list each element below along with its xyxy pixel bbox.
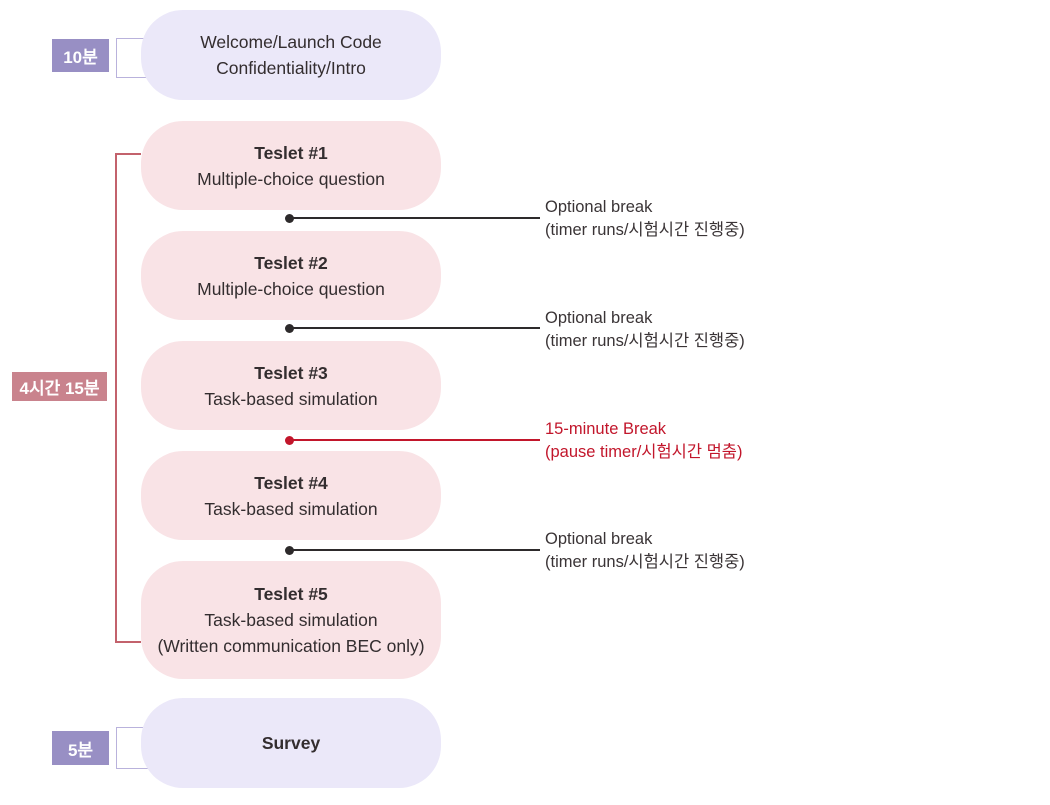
duration-badge-main-section: 4시간 15분 bbox=[12, 372, 107, 401]
break-connector-1-line bbox=[289, 217, 540, 219]
break-connector-3-line bbox=[289, 439, 540, 441]
duration-badge-intro: 10분 bbox=[52, 39, 109, 72]
break-note-4-subtitle: (timer runs/시험시간 진행중) bbox=[545, 553, 745, 571]
stage-box-teslet-1: Teslet #1 Multiple-choice question bbox=[141, 121, 441, 210]
break-note-3-15-minute: 15-minute Break (pause timer/시험시간 멈춤) bbox=[545, 418, 742, 464]
stage-box-teslet-5: Teslet #5 Task-based simulation (Written… bbox=[141, 561, 441, 679]
stage-box-survey: Survey bbox=[141, 698, 441, 788]
stage-teslet-5-note: (Written communication BEC only) bbox=[157, 636, 425, 656]
break-note-3-title: 15-minute Break bbox=[545, 420, 667, 438]
section-bracket-bottom-stub bbox=[115, 641, 141, 643]
stage-box-teslet-4: Teslet #4 Task-based simulation bbox=[141, 451, 441, 540]
break-note-2-subtitle: (timer runs/시험시간 진행중) bbox=[545, 332, 745, 350]
break-note-1-subtitle: (timer runs/시험시간 진행중) bbox=[545, 221, 745, 239]
stage-teslet-4-subtitle: Task-based simulation bbox=[204, 498, 378, 519]
stage-teslet-3-title: Teslet #3 bbox=[254, 362, 328, 383]
section-bracket-vertical-line bbox=[115, 153, 117, 643]
stage-welcome-line2: Confidentiality/Intro bbox=[216, 58, 366, 78]
stage-box-teslet-2: Teslet #2 Multiple-choice question bbox=[141, 231, 441, 320]
stage-teslet-5-title: Teslet #5 bbox=[254, 584, 328, 604]
break-note-3-subtitle: (pause timer/시험시간 멈춤) bbox=[545, 443, 743, 461]
break-connector-4-line bbox=[289, 549, 540, 551]
stage-teslet-2-title: Teslet #2 bbox=[254, 252, 328, 273]
stage-box-welcome: Welcome/Launch Code Confidentiality/Intr… bbox=[141, 10, 441, 100]
break-note-4-title: Optional break bbox=[545, 530, 653, 548]
break-note-1-title: Optional break bbox=[545, 198, 653, 216]
stage-teslet-4-title: Teslet #4 bbox=[254, 472, 328, 493]
stage-box-teslet-3: Teslet #3 Task-based simulation bbox=[141, 341, 441, 430]
stage-teslet-3-subtitle: Task-based simulation bbox=[204, 388, 378, 409]
stage-teslet-1-subtitle: Multiple-choice question bbox=[197, 168, 385, 189]
break-note-2: Optional break (timer runs/시험시간 진행중) bbox=[545, 307, 745, 353]
break-note-1: Optional break (timer runs/시험시간 진행중) bbox=[545, 196, 745, 242]
break-note-4: Optional break (timer runs/시험시간 진행중) bbox=[545, 528, 745, 574]
stage-survey-title: Survey bbox=[261, 733, 321, 753]
break-note-2-title: Optional break bbox=[545, 309, 653, 327]
stage-teslet-2-subtitle: Multiple-choice question bbox=[197, 278, 385, 299]
break-connector-2-line bbox=[289, 327, 540, 329]
stage-teslet-1-title: Teslet #1 bbox=[254, 142, 328, 163]
stage-teslet-5-subtitle: Task-based simulation bbox=[204, 610, 378, 630]
stage-welcome-line1: Welcome/Launch Code bbox=[200, 32, 382, 52]
duration-badge-survey: 5분 bbox=[52, 731, 109, 765]
section-bracket-top-stub bbox=[115, 153, 141, 155]
